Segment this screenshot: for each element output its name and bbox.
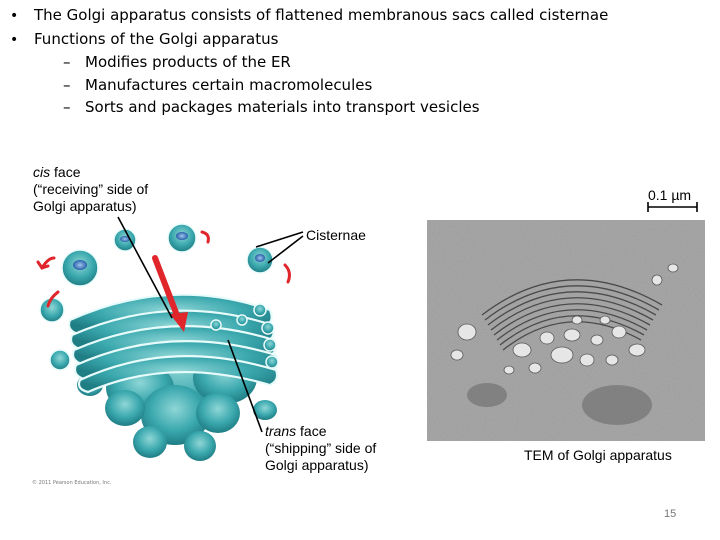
sub-bullet-item: – Sorts and packages materials into tran… <box>8 96 708 119</box>
trans-term: trans <box>265 423 296 439</box>
dash-symbol: – <box>63 96 85 119</box>
sub-bullet-item: – Modifies products of the ER <box>8 51 708 74</box>
bullet-text: Functions of the Golgi apparatus <box>34 28 278 51</box>
bullet-item: • Functions of the Golgi apparatus <box>8 28 708 52</box>
tem-micrograph <box>427 220 705 441</box>
trans-face-line2: (“shipping” side of <box>265 440 376 456</box>
trans-face-line3: Golgi apparatus) <box>265 457 369 473</box>
cis-face-text: face <box>50 164 80 180</box>
trans-face-text: face <box>296 423 326 439</box>
tem-caption: TEM of Golgi apparatus <box>524 447 672 464</box>
bullet-symbol: • <box>8 29 34 52</box>
cis-face-line2: (“receiving” side of <box>33 181 148 197</box>
sub-bullet-text: Sorts and packages materials into transp… <box>85 96 480 119</box>
cisternae-label: Cisternae <box>306 227 366 244</box>
copyright-notice: © 2011 Pearson Education, Inc. <box>32 480 111 486</box>
bullet-item: • The Golgi apparatus consists of flatte… <box>8 4 708 28</box>
scale-bar-label: 0.1 µm <box>648 187 691 204</box>
cis-term: cis <box>33 164 50 180</box>
cis-face-line3: Golgi apparatus) <box>33 198 137 214</box>
trans-face-label: trans face (“shipping” side of Golgi app… <box>265 423 425 474</box>
cis-face-label: cis face (“receiving” side of Golgi appa… <box>33 164 193 215</box>
bullet-symbol: • <box>8 5 34 28</box>
bullet-text: The Golgi apparatus consists of flattene… <box>34 4 608 27</box>
page-number: 15 <box>664 508 676 520</box>
sub-bullet-text: Modifies products of the ER <box>85 51 291 74</box>
dash-symbol: – <box>63 74 85 97</box>
sub-bullet-text: Manufactures certain macromolecules <box>85 74 372 97</box>
bullet-list: • The Golgi apparatus consists of flatte… <box>8 4 708 119</box>
sub-bullet-item: – Manufactures certain macromolecules <box>8 74 708 97</box>
dash-symbol: – <box>63 51 85 74</box>
